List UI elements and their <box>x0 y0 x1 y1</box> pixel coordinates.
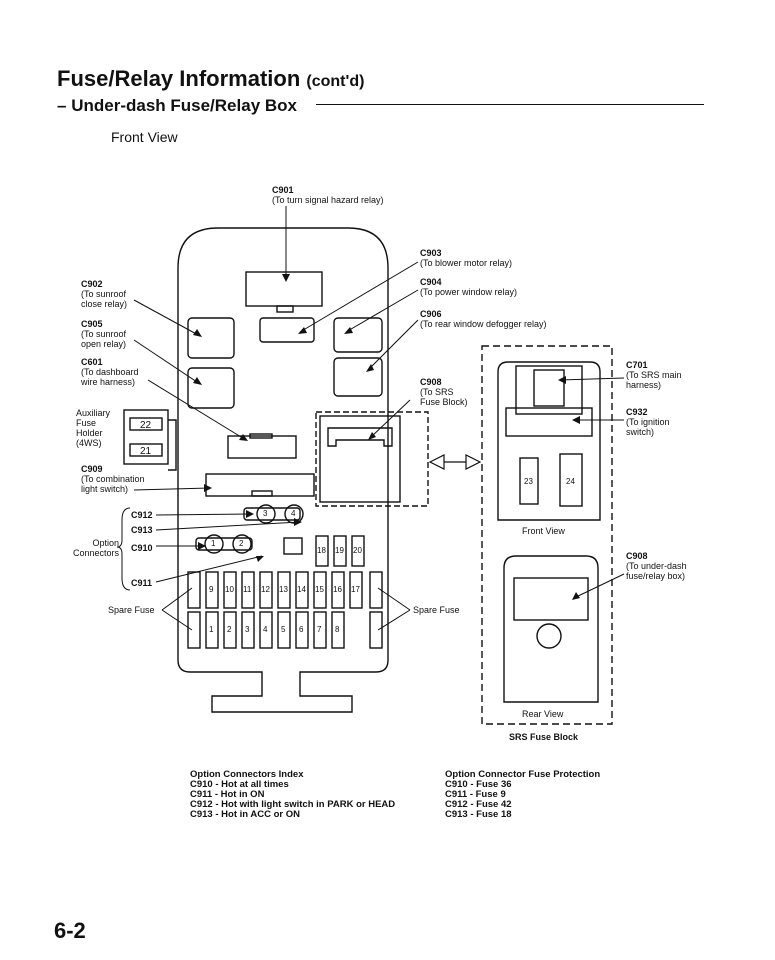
fuse-label: 20 <box>353 546 362 555</box>
srs-frame <box>481 345 613 725</box>
aux-fuse-holder <box>123 409 169 465</box>
page-title: Fuse/Relay Information (cont'd) <box>57 66 364 92</box>
fuse-label: 21 <box>140 446 152 457</box>
fuse-protection-title: Option Connector Fuse Protection <box>445 769 601 780</box>
page-number: 6-2 <box>54 918 86 943</box>
connector-c601 <box>227 435 297 459</box>
section-title: Under-dash Fuse/Relay Box <box>71 96 297 115</box>
fuse-row-bottom <box>205 611 345 649</box>
fuse-label: 17 <box>351 585 360 594</box>
callout-c905: C905 (To sunroof open relay) <box>81 319 127 349</box>
view-label: Front View <box>111 129 178 145</box>
callout-c910: C910 <box>131 543 153 553</box>
connector-c909 <box>205 473 315 497</box>
connector-number: 4 <box>291 509 296 518</box>
fuse-label: 4 <box>263 625 268 634</box>
fuse-label: 2 <box>227 625 232 634</box>
fuse-label: 13 <box>279 585 288 594</box>
callout-c902: C902 (To sunroof close relay) <box>81 279 128 309</box>
spare-fuse-right: Spare Fuse <box>413 605 460 615</box>
fuse-label: 23 <box>524 477 533 486</box>
fuse-label: 19 <box>335 546 344 555</box>
section-heading: – Under-dash Fuse/Relay Box <box>57 96 297 116</box>
relay-c906 <box>333 357 383 397</box>
fuse-protection-item: C910 - Fuse 36 <box>445 779 512 790</box>
callout-c904: C904 (To power window relay) <box>420 277 518 297</box>
option-connectors-label: Option Connectors <box>73 538 120 558</box>
fuse-label: 22 <box>140 420 152 431</box>
fuse-protection-item: C913 - Fuse 18 <box>445 809 512 820</box>
connector-c903 <box>259 317 315 343</box>
option-index-item: C910 - Hot at all times <box>190 779 289 790</box>
callout-c908-srs: C908 (To under-dash fuse/relay box) <box>626 551 687 581</box>
fuse-protection: Option Connector Fuse Protection C910 - … <box>445 770 600 820</box>
fuse-label: 12 <box>261 585 270 594</box>
callout-c909: C909 (To combination light switch) <box>81 464 145 494</box>
fuse-label: 18 <box>317 546 326 555</box>
spare-fuse-left: Spare Fuse <box>108 605 155 615</box>
callout-c901: C901 (To turn signal hazard relay) <box>272 185 384 205</box>
fuse-label: 16 <box>333 585 342 594</box>
connector-number: 3 <box>263 509 268 518</box>
main-box-outline <box>177 227 389 713</box>
c908-socket <box>315 411 429 507</box>
option-index-item: C913 - Hot in ACC or ON <box>190 809 300 820</box>
callout-c913: C913 <box>131 525 153 535</box>
relay-c904 <box>333 317 383 353</box>
connector-number: 2 <box>239 539 244 548</box>
page-title-suffix: (cont'd) <box>306 73 365 90</box>
fuse-label: 11 <box>243 585 252 594</box>
callout-c911: C911 <box>131 578 153 588</box>
fuse-label: 5 <box>281 625 286 634</box>
option-index-title: Option Connectors Index <box>190 769 304 780</box>
fuse-row-mid <box>205 571 363 609</box>
srs-rear-view <box>503 555 599 703</box>
option-index-item: C912 - Hot with light switch in PARK or … <box>190 799 396 810</box>
fuse-label: 1 <box>209 625 214 634</box>
aux-fuse-label: Auxiliary Fuse Holder (4WS) <box>76 408 111 448</box>
srs-block-caption: SRS Fuse Block <box>509 732 579 742</box>
option-index-item: C911 - Hot in ON <box>190 789 265 800</box>
option-index: Option Connectors Index C910 - Hot at al… <box>190 770 395 820</box>
fuse-label: 9 <box>209 585 214 594</box>
fuse-label: 3 <box>245 625 250 634</box>
srs-rear-view-label: Rear View <box>522 709 564 719</box>
fuse-label: 6 <box>299 625 304 634</box>
srs-front-view-label: Front View <box>522 526 565 536</box>
callout-c906: C906 (To rear window defogger relay) <box>420 309 547 329</box>
fuse-label: 10 <box>225 585 234 594</box>
page-title-main: Fuse/Relay Information <box>57 66 301 91</box>
fuse-label: 8 <box>335 625 340 634</box>
fuse-label: 7 <box>317 625 322 634</box>
relay-c902 <box>187 317 235 359</box>
srs-front-view <box>497 361 601 521</box>
callout-c903: C903 (To blower motor relay) <box>420 248 513 268</box>
callout-c932: C932 (To ignition switch) <box>626 407 670 437</box>
fuse-label: 24 <box>566 477 575 486</box>
heading-rule <box>316 104 704 105</box>
fuse-label: 15 <box>315 585 324 594</box>
fuse-label: 14 <box>297 585 306 594</box>
callout-c601: C601 (To dashboard wire harness) <box>81 357 139 387</box>
callout-c701: C701 (To SRS main harness) <box>626 360 682 390</box>
fuse-protection-item: C911 - Fuse 9 <box>445 789 506 800</box>
callout-c908: C908 (To SRS Fuse Block) <box>420 377 468 407</box>
fuse-protection-item: C912 - Fuse 42 <box>445 799 512 810</box>
connector-number: 1 <box>211 539 216 548</box>
callout-c912: C912 <box>131 510 153 520</box>
relay-c905 <box>187 367 235 409</box>
section-dash: – <box>57 96 67 115</box>
